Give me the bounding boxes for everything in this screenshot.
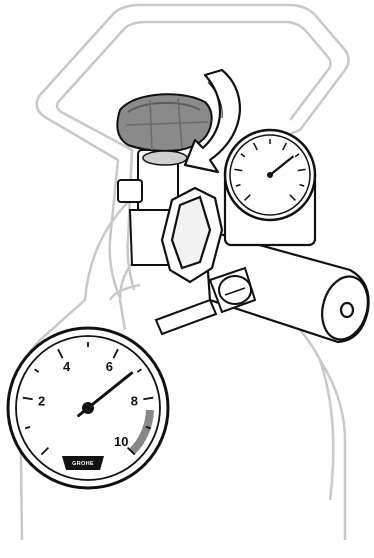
gauge-large-label: 4	[63, 359, 71, 374]
gauge-large-label: 10	[114, 434, 128, 449]
gauge-large-label: 6	[106, 359, 113, 374]
gauge-large-label: 8	[131, 394, 138, 409]
gauge-small	[225, 130, 315, 220]
gauge-large-label: 2	[38, 394, 45, 409]
brand-label: GROHE	[72, 461, 94, 467]
brand-badge: GROHE	[62, 456, 104, 470]
hose-connector	[156, 268, 255, 334]
gauge-large: 2 4 6 8 10 GROHE	[8, 328, 168, 488]
gauge-large-hub	[82, 402, 94, 414]
